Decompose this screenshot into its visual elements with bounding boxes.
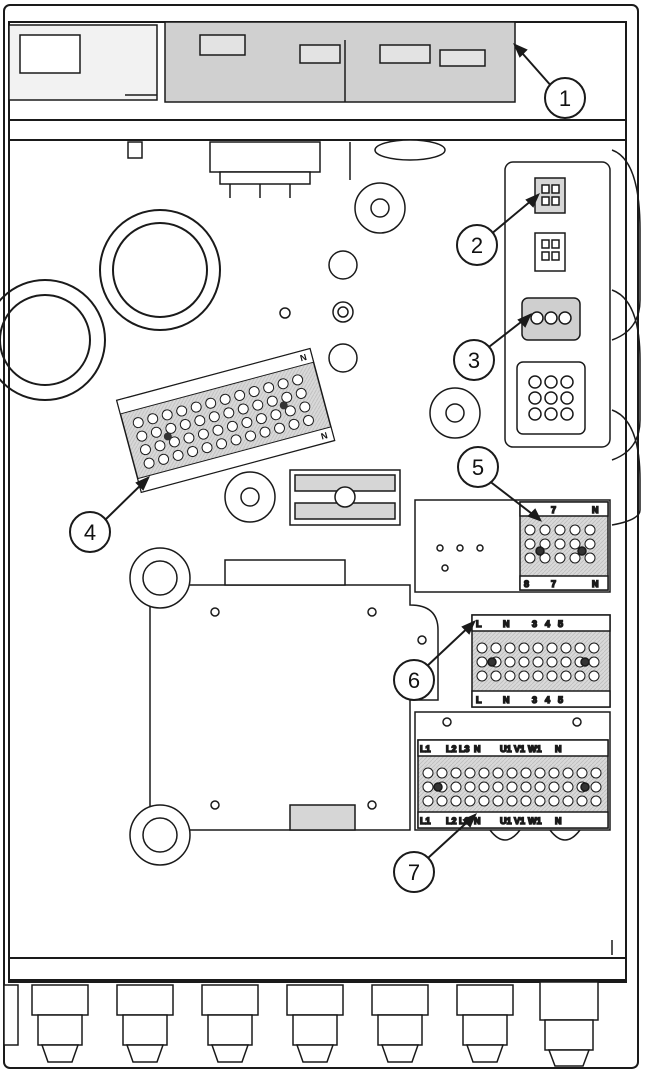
- callout-leaders: [104, 42, 554, 859]
- terminal-block-4: N N: [115, 347, 336, 494]
- strip7-top-label-4: N: [474, 744, 481, 754]
- callout-7: 7: [393, 851, 435, 893]
- strip5-top-label-2: N: [592, 505, 599, 515]
- strip7-top-label-5: U1: [500, 744, 512, 754]
- strip5-bottom-label-2: 7: [551, 579, 556, 589]
- strip5-top-label-1: 7: [551, 505, 556, 515]
- strip6-bottom-label-1: L: [476, 695, 482, 705]
- gland-2: [116, 984, 174, 1063]
- callout-number-5: 5: [472, 455, 484, 480]
- callout-number-6: 6: [408, 668, 420, 693]
- gland-6: [456, 984, 514, 1063]
- clamp-block: [289, 469, 401, 526]
- callout-number-2: 2: [471, 233, 483, 258]
- strip6-top-label-2: N: [503, 619, 510, 629]
- strip6-top-label-1: L: [476, 619, 482, 629]
- top-fixtures: [127, 139, 446, 198]
- callout-number-4: 4: [84, 520, 96, 545]
- terminal-block-7: L1 L2 L3 N U1 V1 W1 N L1 L2 L3 N U1 V1 W…: [414, 711, 611, 831]
- cable-glands: [3, 981, 599, 1067]
- callout-3: 3: [453, 339, 495, 381]
- center-screws: [224, 182, 481, 523]
- gland-1: [31, 984, 89, 1063]
- strip7-bottom-label-5: U1: [500, 816, 512, 826]
- connector-panel: [504, 161, 611, 448]
- callout-5: 5: [457, 446, 499, 488]
- strip6-bottom-label-3: 3: [532, 695, 537, 705]
- top-controller-module: [164, 21, 516, 103]
- lower-right-grommets: [489, 829, 613, 955]
- callout-number-7: 7: [408, 860, 420, 885]
- terminal-block-6: L N 3 4 5 L N 3 4 5: [471, 614, 611, 708]
- strip5-bottom-label-3: N: [592, 579, 599, 589]
- callout-1: 1: [544, 77, 586, 119]
- strip7-top-label-6: V1: [514, 744, 525, 754]
- gland-7: [539, 981, 599, 1067]
- strip7-bottom-label-6: V1: [514, 816, 525, 826]
- callout-6: 6: [393, 659, 435, 701]
- callout-number-3: 3: [468, 348, 480, 373]
- mounting-plate: [129, 547, 439, 866]
- strip5-bottom-label-1: 8: [524, 579, 529, 589]
- strip7-top-label-7: W1: [528, 744, 542, 754]
- strip4-bottom-label: N: [320, 430, 329, 441]
- strip7-bottom-label-4: N: [474, 816, 481, 826]
- strip7-top-label-1: L1: [420, 744, 431, 754]
- strip6-top-label-3: 3: [532, 619, 537, 629]
- strip6-top-label-4: 4: [545, 619, 550, 629]
- callout-2: 2: [456, 224, 498, 266]
- strip7-bottom-label-7: W1: [528, 816, 542, 826]
- strip4-top-label: N: [299, 352, 308, 363]
- cable-grommets: [0, 209, 221, 401]
- strip6-top-label-5: 5: [558, 619, 563, 629]
- strip7-bottom-label-8: N: [555, 816, 562, 826]
- top-left-module: [8, 24, 158, 101]
- gland-5: [371, 984, 429, 1063]
- strip7-top-label-2: L2: [446, 744, 457, 754]
- strip7-bottom-label-2: L2: [446, 816, 457, 826]
- strip7-bottom-label-1: L1: [420, 816, 431, 826]
- strip6-bottom-label-2: N: [503, 695, 510, 705]
- strip6-bottom-label-4: 4: [545, 695, 550, 705]
- callout-number-1: 1: [559, 86, 571, 111]
- strip6-bottom-label-5: 5: [558, 695, 563, 705]
- right-rail: [611, 149, 641, 526]
- strip7-top-label-3: L3: [459, 744, 470, 754]
- terminal-block-5: 7 N 8 7 N: [414, 499, 611, 593]
- gland-3: [201, 984, 259, 1063]
- callout-4: 4: [69, 511, 111, 553]
- gland-4: [286, 984, 344, 1063]
- strip7-top-label-8: N: [555, 744, 562, 754]
